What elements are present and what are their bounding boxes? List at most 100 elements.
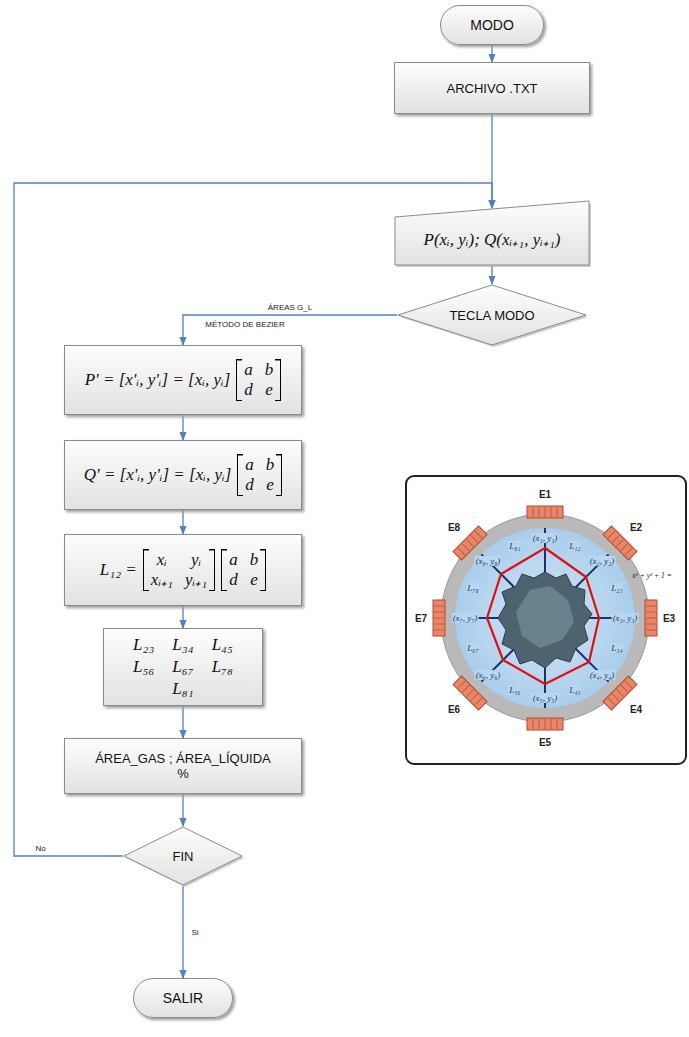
node-text: L₇₈ <box>212 657 233 677</box>
edge-label: No <box>33 844 47 853</box>
flow-arrow <box>182 886 183 978</box>
edge-label: ÁREAS G_L <box>266 303 314 312</box>
matrix: abde <box>237 454 282 497</box>
text-group: L₂₃ L₃₄ L₄₅ L₅₆ L₆₇ L₇₈ L₈₁ <box>133 635 233 699</box>
point-label: L₅₆ <box>508 685 521 695</box>
point-label: (x₁, y₁) <box>532 533 559 543</box>
decision-diamond: FIN <box>123 826 243 886</box>
matrix-entry: b <box>266 455 275 475</box>
node-content: L₁₂ =xᵢyᵢxᵢ₊₁yᵢ₊₁abde <box>100 549 266 592</box>
electrode-label: E5 <box>538 737 552 748</box>
flow-arrow <box>182 415 183 440</box>
flow-arrow <box>183 315 397 345</box>
matrix-entry: xᵢ₊₁ <box>151 570 173 590</box>
flow-arrow <box>182 606 183 628</box>
node-text: L₃₄ <box>172 635 193 655</box>
gas-region <box>498 572 592 668</box>
text-group: P' = [x'ᵢ, y'ᵢ] = [xᵢ, yᵢ] <box>85 370 231 390</box>
text-group: SALIR <box>163 990 203 1006</box>
electrodes <box>433 506 657 730</box>
matrix-entry: e <box>250 570 259 590</box>
bezier-polygon <box>487 548 599 684</box>
text-group: MODO <box>470 17 514 33</box>
node-text: L₁₂ = <box>100 560 137 580</box>
node-content: P(xᵢ, yᵢ); Q(xᵢ₊₁, yᵢ₊₁) <box>424 217 561 250</box>
flow-arrow <box>491 45 492 62</box>
point-label: L₃₄ <box>610 643 623 653</box>
node-content: SALIR <box>163 990 203 1006</box>
node-text: ÁREA_GAS ; ÁREA_LÍQUIDA % <box>89 751 277 781</box>
flow-arrow <box>182 706 183 738</box>
matrix-entry: e <box>265 380 274 400</box>
node-content: TECLA MODO <box>449 308 534 323</box>
point-label: L₇₈ <box>466 583 479 593</box>
flow-arrow <box>182 794 183 826</box>
point-label: L₆₇ <box>466 643 479 653</box>
edge-label: Si <box>189 928 200 937</box>
flow-arrow <box>182 510 183 534</box>
pipe-wall <box>441 514 649 722</box>
shape-outline <box>395 201 589 265</box>
matrix-entry: xᵢ <box>151 550 173 570</box>
matrix-entry: b <box>250 550 259 570</box>
node-text: MODO <box>470 17 514 33</box>
matrix-entry: b <box>265 360 274 380</box>
liquid-area <box>455 528 635 708</box>
matrix-entry: d <box>245 475 254 495</box>
matrix-entry: yᵢ <box>185 550 207 570</box>
node-text: ARCHIVO .TXT <box>446 81 537 96</box>
node-text: FIN <box>173 849 194 864</box>
input-shape: P(xᵢ, yᵢ); Q(xᵢ₊₁, yᵢ₊₁) <box>394 200 590 266</box>
point-label: (x₄, y₄) <box>589 670 616 680</box>
process-box: L₂₃ L₃₄ L₄₅ L₅₆ L₆₇ L₇₈ L₈₁ <box>103 628 263 706</box>
gas-highlight <box>516 586 574 648</box>
matrix-entry: d <box>229 570 238 590</box>
point-label: L₁₂ <box>568 541 581 551</box>
electrode-label: E1 <box>538 489 552 500</box>
text-group: P(xᵢ, yᵢ); Q(xᵢ₊₁, yᵢ₊₁) <box>424 227 561 250</box>
node-text: L₈₁ <box>172 679 193 699</box>
shape-outline <box>398 285 586 345</box>
terminal-oval: SALIR <box>133 978 233 1018</box>
process-box: Q' = [x'ᵢ, y'ᵢ] = [xᵢ, yᵢ]abde <box>64 440 302 510</box>
electrode-label: E2 <box>629 522 643 533</box>
branch-label: MÉTODO DE BEZIER <box>203 320 286 329</box>
node-content: ÁREA_GAS ; ÁREA_LÍQUIDA % <box>89 751 277 781</box>
matrix-entry: e <box>266 475 275 495</box>
node-content: Q' = [x'ᵢ, y'ᵢ] = [xᵢ, yᵢ]abde <box>84 454 283 497</box>
decision-diamond: TECLA MODO <box>397 284 587 346</box>
matrix: xᵢyᵢxᵢ₊₁yᵢ₊₁ <box>143 549 215 592</box>
node-content: ARCHIVO .TXT <box>446 81 537 96</box>
node-text: L₅₆ <box>133 657 154 677</box>
matrix-entry: a <box>229 550 238 570</box>
matrix-entry: a <box>245 455 254 475</box>
point-label: (x₅, y₅) <box>532 693 559 703</box>
electrode-label: E4 <box>629 704 643 715</box>
matrix-entry: a <box>244 360 253 380</box>
text-group: TECLA MODO <box>449 308 534 323</box>
process-box: ÁREA_GAS ; ÁREA_LÍQUIDA % <box>64 738 302 794</box>
point-label: (x₂, y₂) <box>589 556 616 566</box>
radial-lines <box>455 528 635 708</box>
node-text: L₆₇ <box>172 657 193 677</box>
node-text: SALIR <box>163 990 203 1006</box>
illustration-frame <box>406 476 686 764</box>
node-text: L₄₅ <box>212 635 233 655</box>
terminal-oval: MODO <box>440 5 544 45</box>
electrode-label: E6 <box>447 704 461 715</box>
point-label: L₂₃ <box>610 583 623 593</box>
point-label: L₄₅ <box>568 685 581 695</box>
shape-outline <box>124 827 242 885</box>
text-group: ARCHIVO .TXT <box>446 81 537 96</box>
node-content: L₂₃ L₃₄ L₄₅ L₅₆ L₆₇ L₇₈ L₈₁ <box>133 635 233 699</box>
matrix: abde <box>236 359 281 402</box>
node-text: L₂₃ <box>133 635 154 655</box>
matrix: abde <box>221 549 266 592</box>
electrode-label: E7 <box>414 613 428 624</box>
text-group: ÁREA_GAS ; ÁREA_LÍQUIDA % <box>89 751 277 781</box>
point-label: L₈₁ <box>508 541 521 551</box>
node-text: Q' = [x'ᵢ, y'ᵢ] = [xᵢ, yᵢ] <box>84 465 232 485</box>
process-box: L₁₂ =xᵢyᵢxᵢ₊₁yᵢ₊₁abde <box>64 534 302 606</box>
node-text: P(xᵢ, yᵢ); Q(xᵢ₊₁, yᵢ₊₁) <box>424 227 561 250</box>
